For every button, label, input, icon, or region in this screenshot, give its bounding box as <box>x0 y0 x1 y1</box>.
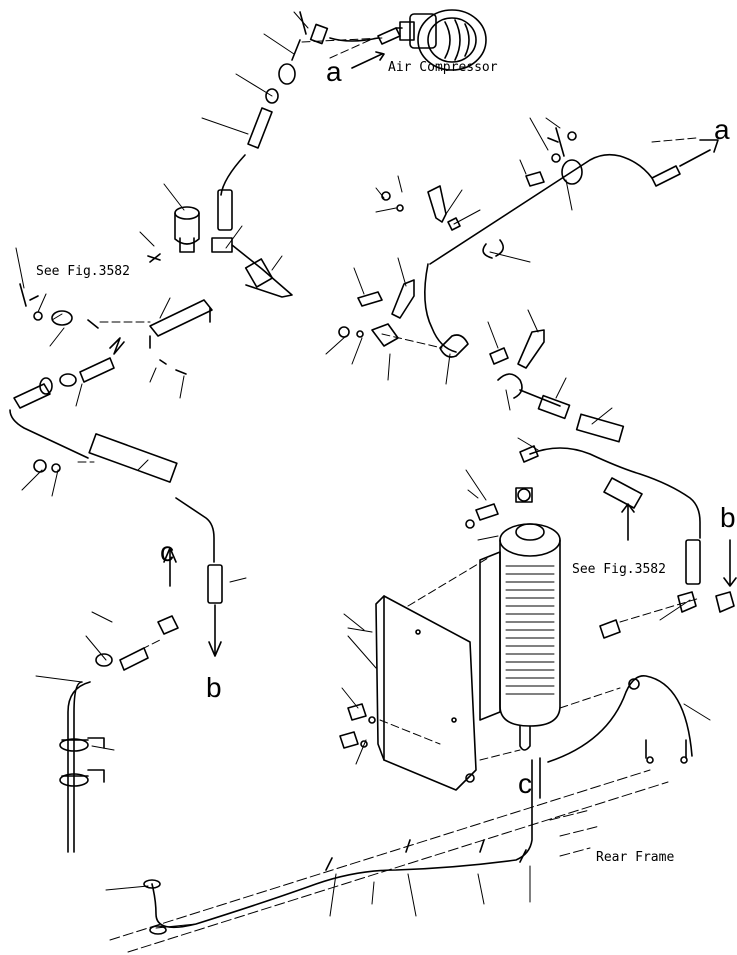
right-clamp-parts <box>381 185 504 259</box>
letter-c-bottom: c <box>518 768 532 799</box>
air-dryer <box>465 487 561 751</box>
leader-lines <box>15 11 711 929</box>
rear-frame-outline <box>109 769 669 953</box>
top-hose-line <box>217 39 301 231</box>
letter-c-left: c <box>160 536 174 567</box>
letter-a-top: a <box>326 56 342 87</box>
air-dryer-fins <box>505 565 555 695</box>
air-compressor <box>395 9 487 71</box>
right-hose <box>519 389 701 585</box>
letter-a-right: a <box>714 114 730 145</box>
mounting-plate <box>339 595 477 791</box>
left-vertical-pipe <box>59 681 105 853</box>
left-bracket-assembly <box>13 283 213 409</box>
arrow-a-top <box>351 51 385 69</box>
left-long-hose <box>9 409 223 657</box>
right-upper-piping <box>424 127 719 353</box>
air-compressor-label: Air Compressor <box>388 60 498 75</box>
see-fig-left-label: See Fig.3582 <box>36 264 130 279</box>
governor-valve <box>147 206 293 298</box>
rear-frame-label: Rear Frame <box>596 850 675 865</box>
see-fig-right-label: See Fig.3582 <box>572 562 666 577</box>
letter-b-right: b <box>720 502 736 533</box>
letter-b-left: b <box>206 672 222 703</box>
right-b-fittings <box>599 539 737 639</box>
drain-hose <box>143 759 533 935</box>
dashed-guidelines <box>77 37 701 761</box>
wiring-harness <box>547 675 693 764</box>
right-mid-brackets <box>338 279 545 399</box>
